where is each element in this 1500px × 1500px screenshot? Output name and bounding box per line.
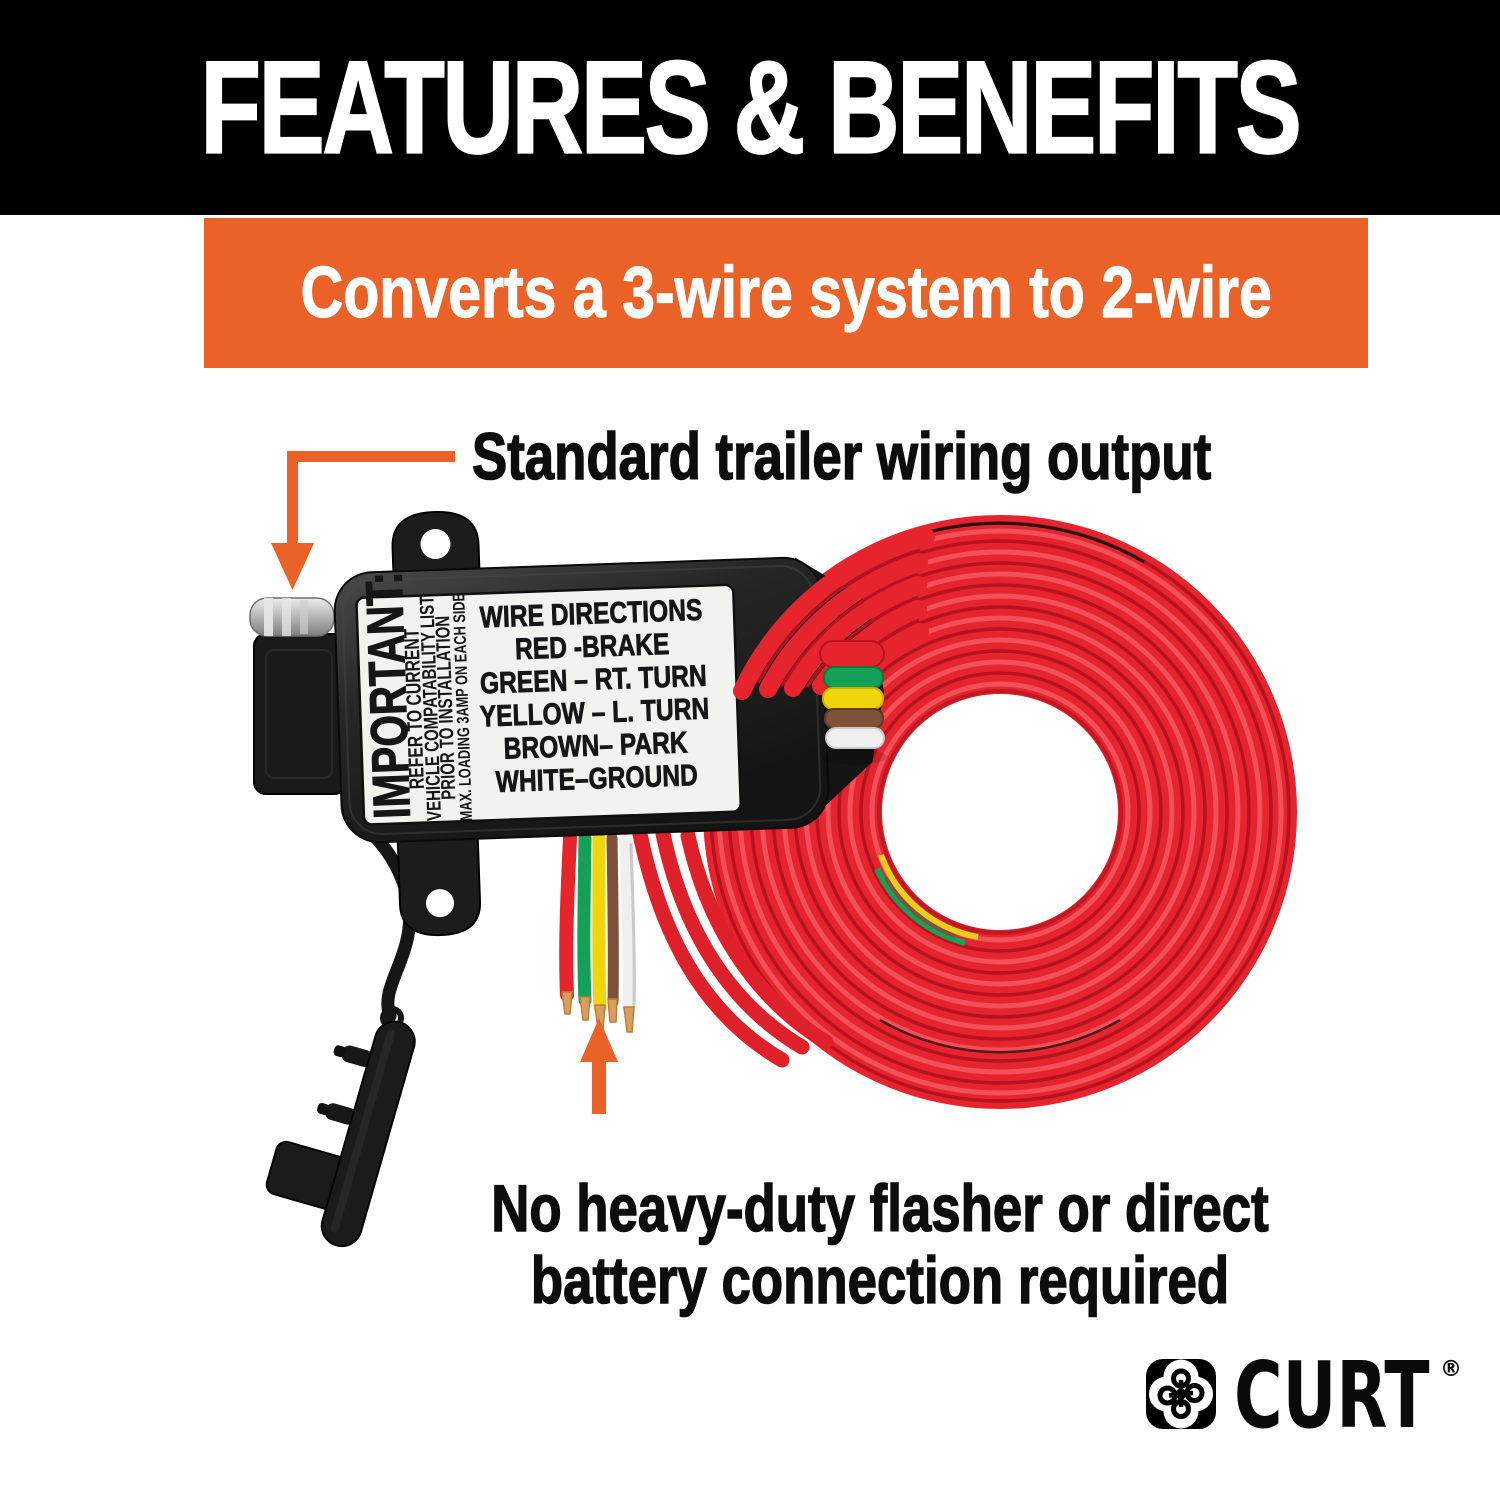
callout-output-label: Standard trailer wiring output [471, 418, 1212, 494]
curt-wordmark: CURT [1234, 1356, 1430, 1434]
wire-directions-title: WIRE DIRECTIONS [479, 592, 703, 634]
wire-stack [819, 640, 887, 765]
connector-pin [249, 597, 335, 637]
wire-direction-green: GREEN – RT. TURN [479, 658, 707, 700]
curt-logo-icon [1146, 1359, 1216, 1429]
wire-direction-white: WHITE–GROUND [495, 758, 698, 799]
wire-direction-brown: BROWN– PARK [503, 725, 688, 765]
wire-direction-yellow: YELLOW – L. TURN [479, 691, 710, 733]
wire-direction-red: RED -BRAKE [514, 627, 669, 666]
mounting-tab-top [391, 511, 481, 582]
callout-output-text: Standard trailer wiring output [471, 418, 1396, 494]
label-note-refer: REFER TO CURRENT [399, 628, 428, 790]
mounting-tab-bottom [396, 834, 481, 937]
dust-cap [265, 819, 416, 1248]
subheader-text: Converts a 3-wire system to 2-wire [300, 252, 1272, 333]
benefit-text-line2: battery connection required [530, 1243, 1230, 1317]
callout-arrow-icon [271, 451, 455, 590]
four-flat-connector [253, 633, 347, 795]
label-important-text: IMPORTANT: [355, 571, 422, 820]
curt-logo: CURT ® [1146, 1342, 1466, 1449]
benefit-text-line1: No heavy-duty flasher or direct [491, 1171, 1270, 1245]
subheader-bar: Converts a 3-wire system to 2-wire [204, 218, 1368, 368]
wire-bundle [559, 831, 636, 1033]
page-title: FEATURES & BENEFITS [200, 33, 1303, 181]
header-bar: FEATURES & BENEFITS [0, 0, 1500, 215]
arrow-up-icon [580, 1018, 618, 1114]
registered-mark: ® [1440, 1357, 1462, 1382]
benefit-text: No heavy-duty flasher or direct battery … [380, 1171, 1380, 1317]
